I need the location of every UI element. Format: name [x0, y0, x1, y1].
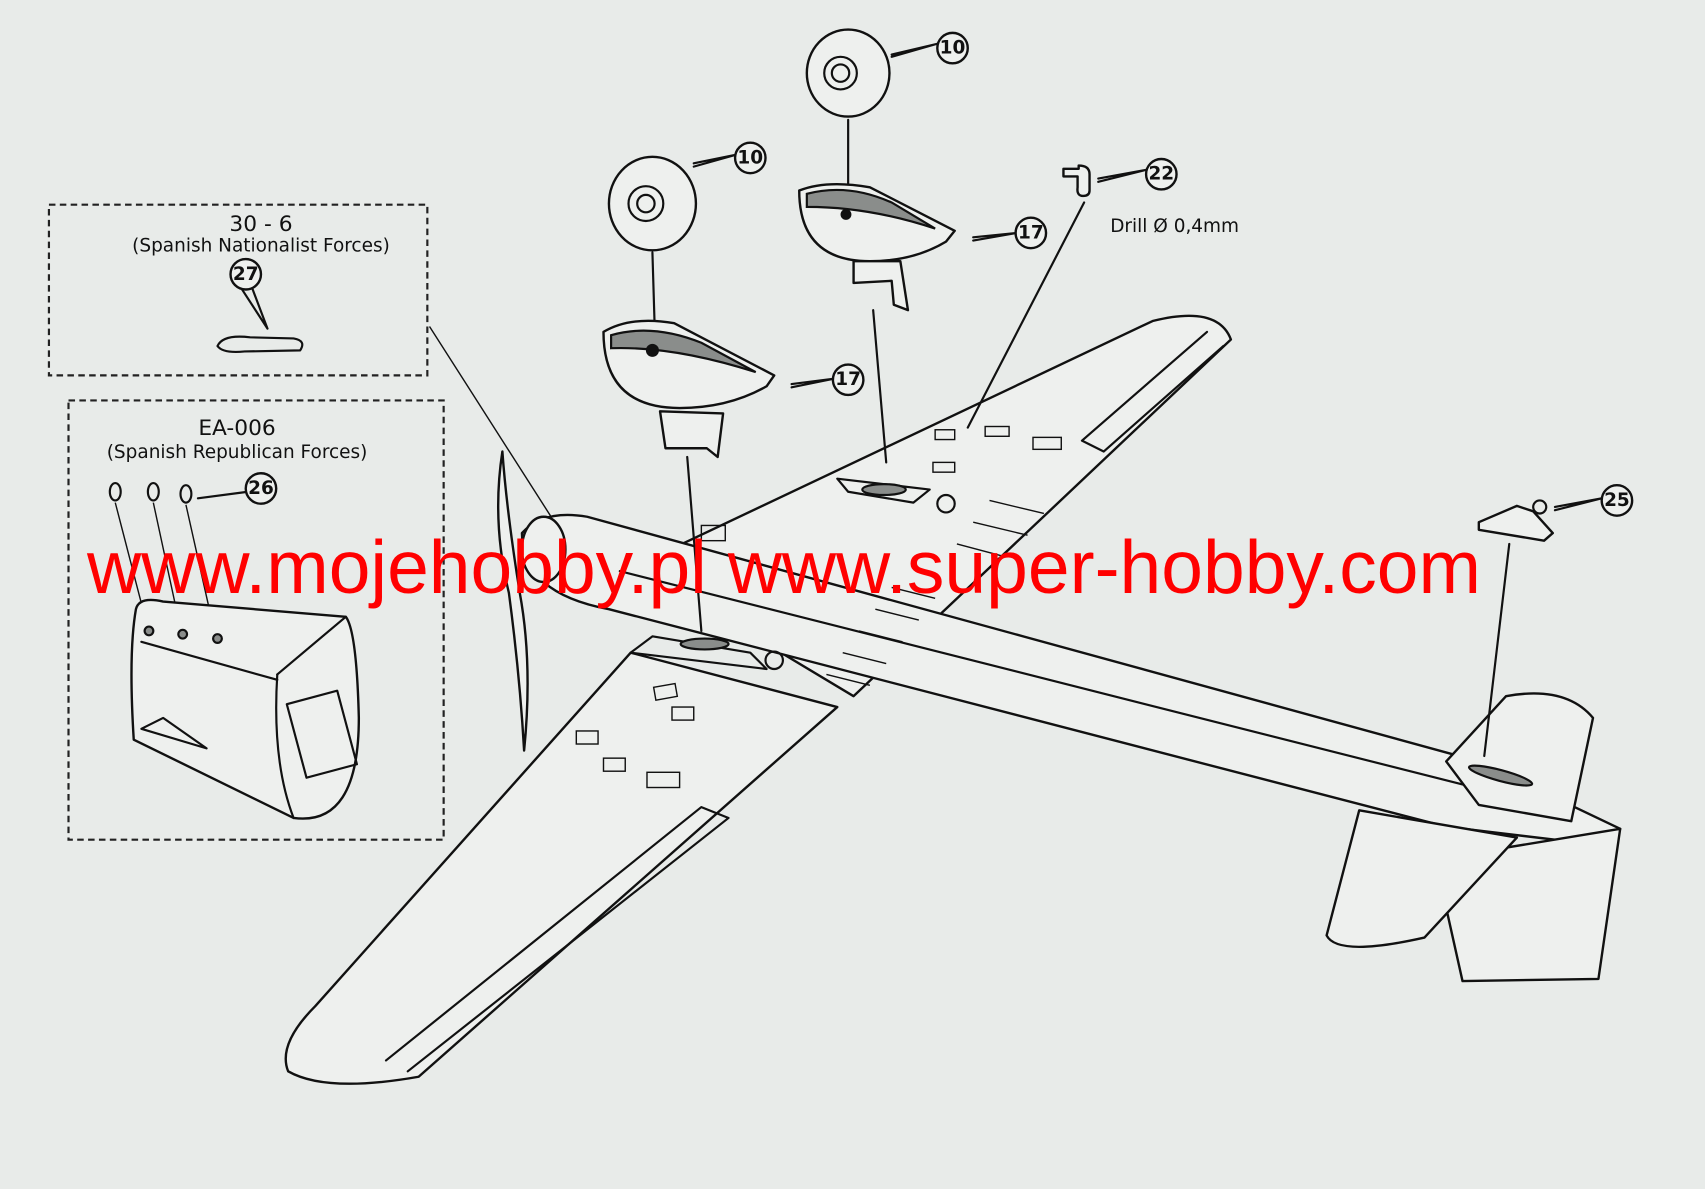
callout-10-top: 10 [940, 38, 966, 59]
callout-17-left: 17 [835, 369, 861, 390]
spinner [520, 515, 567, 584]
horizontal-stabilizer [1325, 809, 1519, 949]
wheel-top: 10 [805, 28, 969, 189]
cowling-detail-drawing [130, 598, 361, 820]
callout-22: 22 [1148, 164, 1174, 185]
inset-republican: EA-006 (Spanish Republican Forces) 26 [67, 399, 445, 841]
inset-nationalist: 30 - 6 (Spanish Nationalist Forces) 27 [47, 203, 429, 377]
part-27-drawing [216, 335, 304, 354]
inset-republican-code: EA-006 [198, 416, 275, 441]
aircraft-drawing [284, 314, 1622, 1085]
part-26-drawings [108, 481, 193, 504]
inset-nationalist-caption: (Spanish Nationalist Forces) [132, 235, 390, 256]
inset-nationalist-code: 30 - 6 [229, 212, 292, 237]
inset-republican-caption: (Spanish Republican Forces) [107, 442, 368, 463]
vertical-fin [1445, 692, 1595, 823]
wheel-left: 10 [607, 141, 767, 326]
watermark-text: www.mojehobby.pl www.super-hobby.com [86, 525, 1481, 609]
callout-26: 26 [248, 478, 274, 499]
callout-17-right: 17 [1018, 222, 1044, 243]
fairing-right: 17 [798, 182, 1048, 464]
gear-bays [629, 477, 956, 671]
pitot-part: 22 Drill Ø 0,4mm [966, 157, 1239, 429]
callout-27: 27 [233, 264, 259, 285]
drill-note: Drill Ø 0,4mm [1110, 216, 1239, 237]
callout-25: 25 [1604, 490, 1630, 511]
fairing-left: 17 [602, 319, 865, 633]
propeller [497, 450, 529, 752]
near-wing [284, 651, 839, 1085]
callout-10-left: 10 [737, 147, 763, 168]
tail-part: 25 [1477, 484, 1634, 758]
